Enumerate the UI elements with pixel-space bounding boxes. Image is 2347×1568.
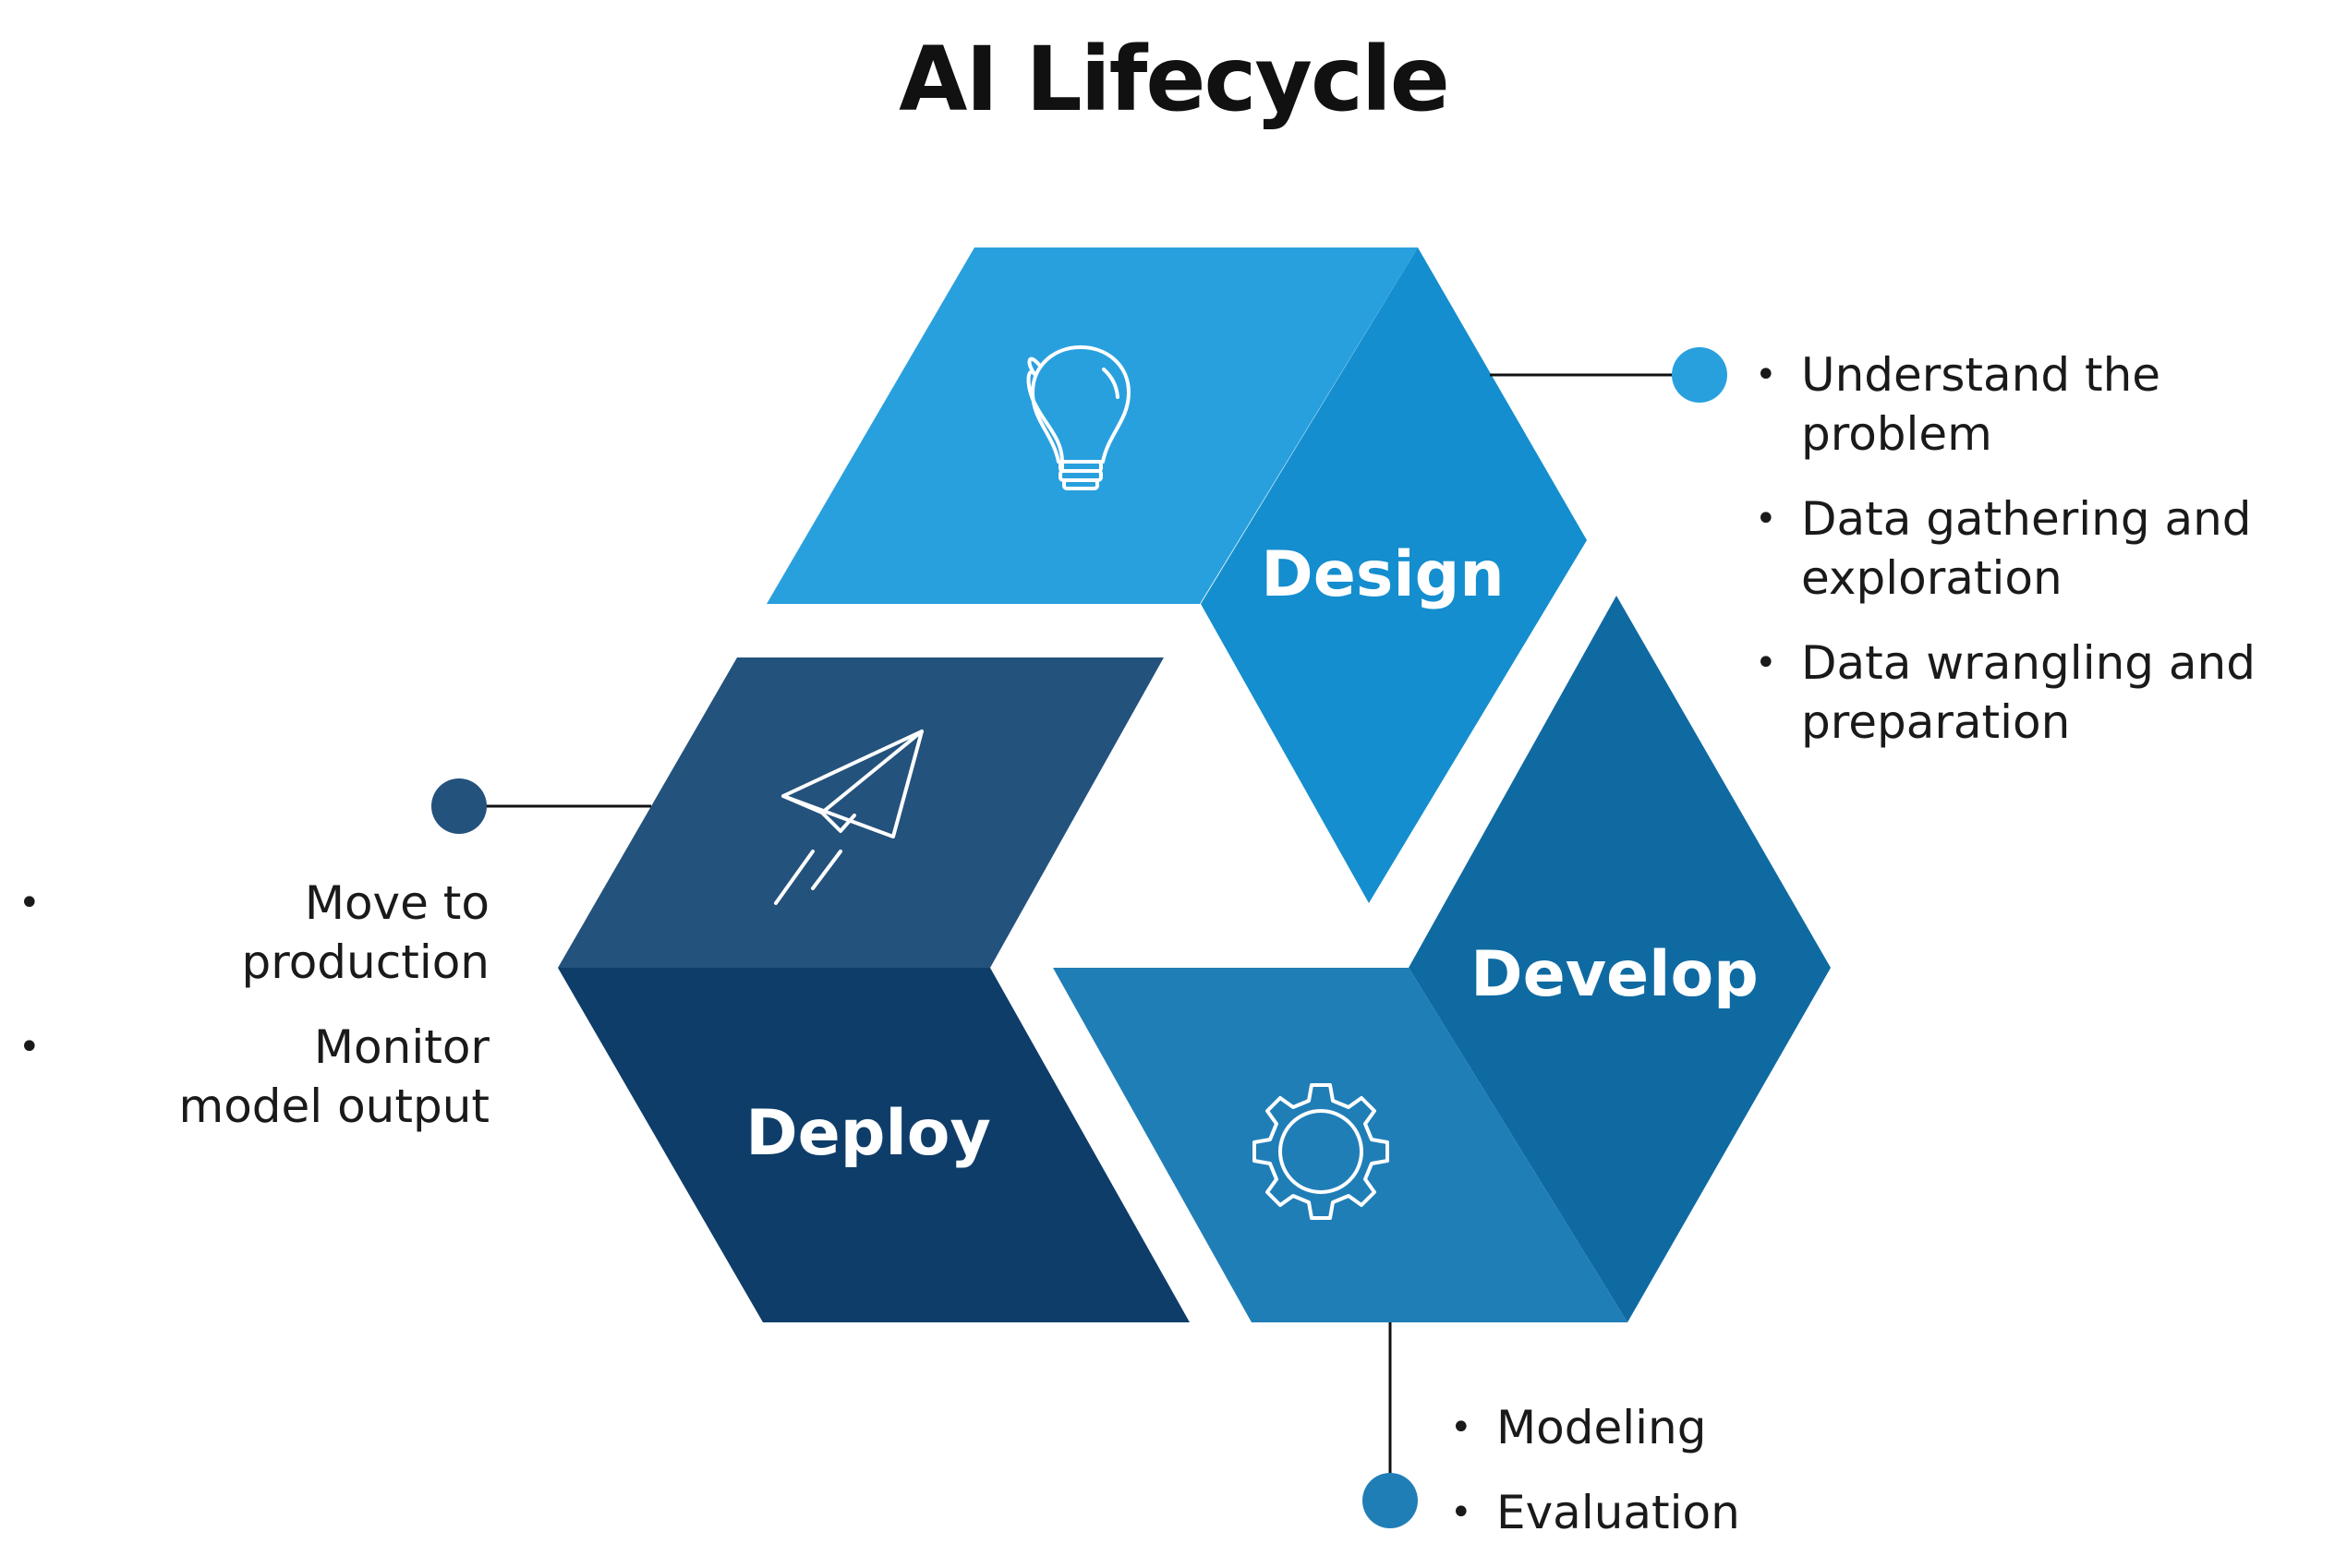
design-segment [767, 247, 1587, 903]
deploy-segment [558, 657, 1190, 1322]
deploy-face-light [558, 657, 1164, 968]
deploy-bullet-list: Move to production Monitor model output [18, 874, 490, 1162]
develop-bullet-list: Modeling Evaluation [1450, 1398, 1838, 1568]
design-bullet-list: Understand the problem Data gathering an… [1755, 345, 2328, 778]
lightbulb-icon [1026, 345, 1131, 490]
deploy-dot [431, 778, 487, 834]
list-item: Data gathering and exploration [1755, 489, 2328, 608]
design-face-light [767, 247, 1418, 604]
paper-plane-icon [774, 730, 924, 905]
design-label: Design [1261, 538, 1504, 611]
list-item: Evaluation [1450, 1483, 1838, 1542]
develop-connector [1362, 1322, 1418, 1528]
list-item: Modeling [1450, 1398, 1838, 1457]
deploy-connector [431, 778, 651, 834]
design-dot [1672, 347, 1727, 403]
diagram-title: AI Lifecycle [899, 28, 1450, 131]
develop-segment [1053, 596, 1831, 1322]
gear-icon [1252, 1083, 1389, 1220]
design-connector [1490, 347, 1727, 403]
list-item: Move to production [18, 874, 490, 992]
develop-face-light [1053, 968, 1627, 1322]
list-item: Data wrangling and preparation [1755, 633, 2328, 752]
list-item: Understand the problem [1755, 345, 2328, 464]
develop-face-dark [1409, 596, 1831, 1322]
list-item: Monitor model output [18, 1018, 490, 1136]
deploy-label: Deploy [745, 1097, 991, 1170]
deploy-face-dark [558, 968, 1190, 1322]
develop-dot [1362, 1473, 1418, 1528]
design-face-dark [1201, 247, 1587, 903]
develop-label: Develop [1470, 938, 1759, 1011]
